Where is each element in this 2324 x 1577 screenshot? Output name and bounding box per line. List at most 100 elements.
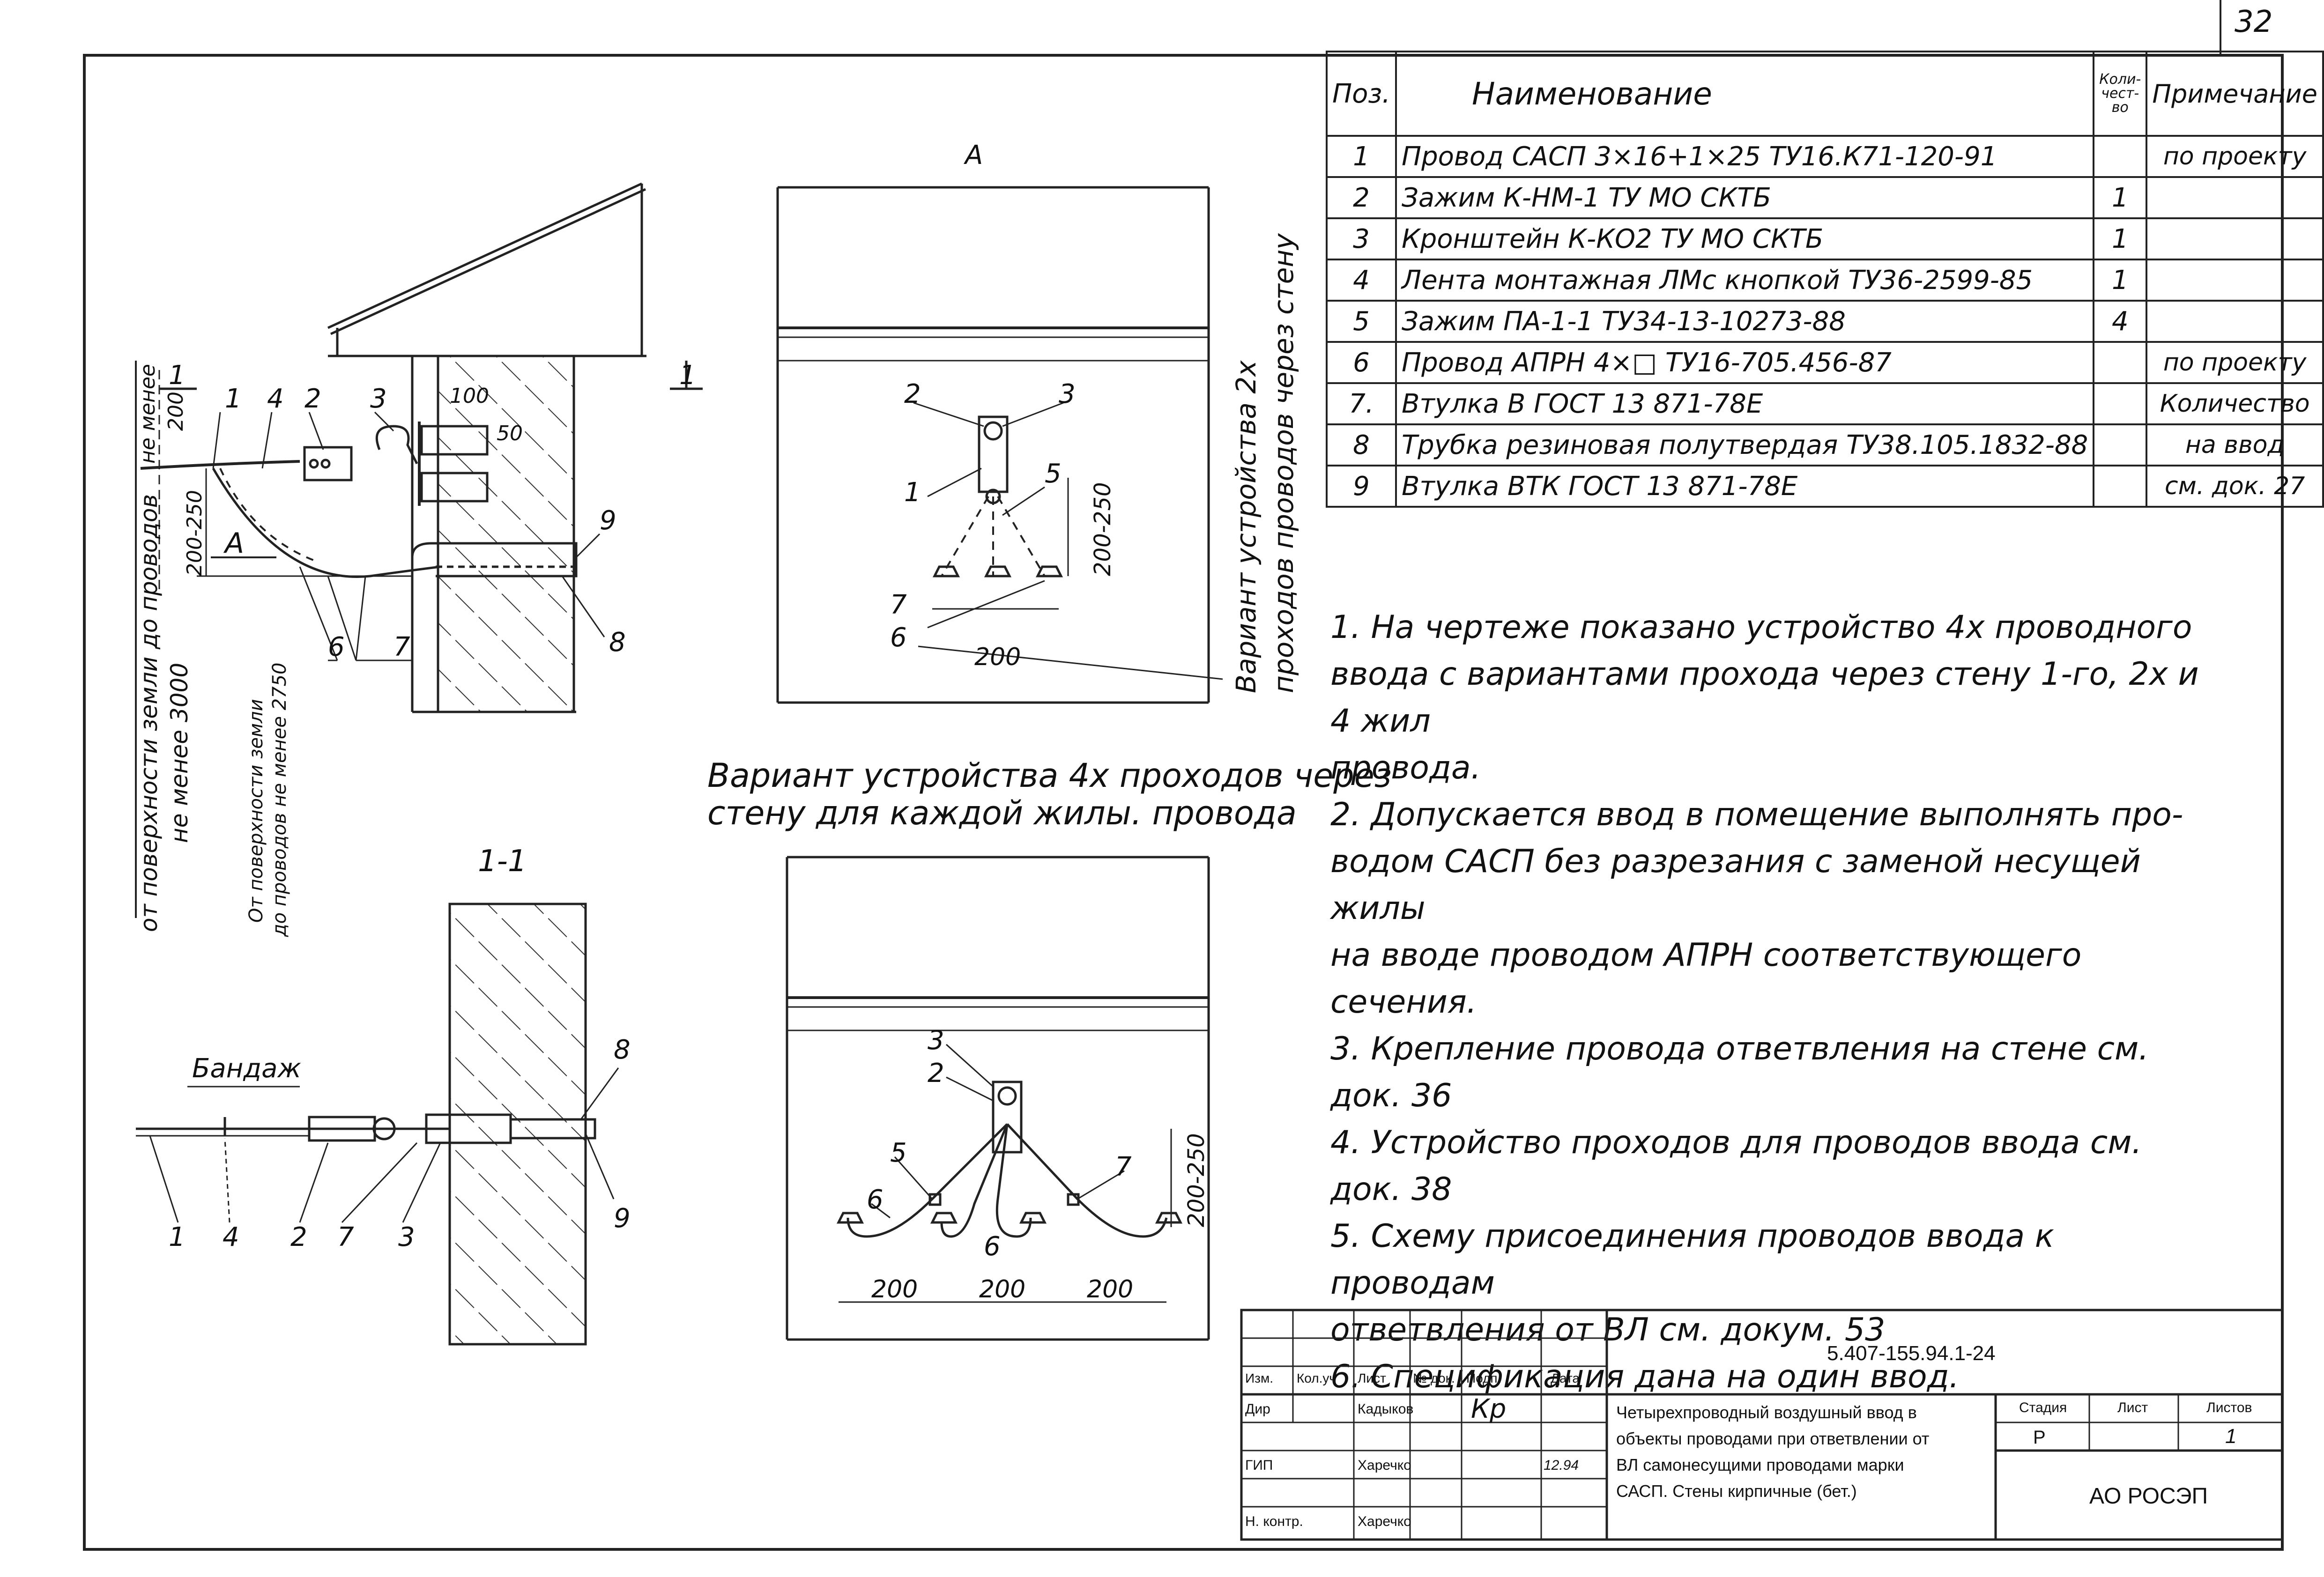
section-label-2: 2: [290, 1222, 307, 1252]
spec-qty: [2093, 341, 2148, 384]
rot-text-ground-3: От поверхности земли: [245, 699, 267, 923]
table-row: 3 Кронштейн К-КО2 ТУ МО СКТБ 1: [1326, 217, 2324, 260]
view-a-side-caption-1: Вариант устройства 2х: [1230, 360, 1262, 693]
main-label-2: 2: [304, 384, 321, 414]
view-mark-a: А: [223, 527, 244, 560]
variant4-dim-200-3: 200: [1087, 1275, 1133, 1303]
spec-qty: [2093, 135, 2148, 178]
spec-name: Провод АПРН 4×□ ТУ16-705.456-87: [1395, 341, 2095, 384]
stamp-col-koluch: Кол.уч: [1297, 1371, 1336, 1385]
title-block: Кр Изм. Кол.уч Лист № док. Подп. Дата Ди…: [1240, 1309, 2284, 1541]
variant4-label-2: 2: [928, 1058, 944, 1088]
stamp-sheets-label: Листов: [2206, 1400, 2252, 1415]
spec-qty: 1: [2093, 259, 2148, 302]
variant4-label-6b: 6: [984, 1231, 1001, 1262]
note-line: 5. Схему присоединения проводов ввода к …: [1330, 1218, 2054, 1302]
view-a-dim-200-250: 200-250: [1090, 482, 1116, 576]
spec-header-qty: Коли-чест-во: [2093, 51, 2148, 137]
table-row: 6 Провод АПРН 4×□ ТУ16-705.456-87 по про…: [1326, 341, 2324, 384]
stamp-name-gip: Харечко: [1358, 1458, 1411, 1473]
spec-note: [2146, 176, 2324, 219]
spec-pos: 4: [1326, 259, 1397, 302]
spec-note: [2146, 259, 2324, 302]
spec-header-row: Поз. Наименование Коли-чест-во Примечани…: [1326, 51, 2324, 137]
stamp-date-gip: 12.94: [1544, 1458, 1579, 1473]
spec-pos: 1: [1326, 135, 1397, 178]
spec-note: по проекту: [2146, 341, 2324, 384]
spec-pos: 3: [1326, 217, 1397, 260]
spec-note: Количество: [2146, 382, 2324, 425]
page-number: 32: [2235, 5, 2273, 39]
spec-header-pos: Поз.: [1326, 51, 1397, 137]
stamp-col-izm: Изм.: [1245, 1371, 1273, 1385]
note-line: на вводе проводом АПРН соответствующего …: [1330, 937, 2082, 1021]
notes-block: 1. На чертеже показано устройство 4х про…: [1330, 604, 2220, 1400]
spec-note: см. док. 27: [2146, 465, 2324, 508]
specification-table: Поз. Наименование Коли-чест-во Примечани…: [1326, 51, 2324, 508]
table-row: 7. Втулка В ГОСТ 13 871-78Е Количество: [1326, 382, 2324, 425]
spec-note: по проекту: [2146, 135, 2324, 178]
table-row: 4 Лента монтажная ЛМс кнопкой ТУ36-2599-…: [1326, 259, 2324, 302]
spec-pos: 6: [1326, 341, 1397, 384]
spec-qty: 4: [2093, 300, 2148, 343]
section-label-9: 9: [614, 1203, 631, 1234]
table-row: 9 Втулка ВТК ГОСТ 13 871-78Е см. док. 27: [1326, 465, 2324, 508]
stamp-title-line-2: объекты проводами при ответвлении от: [1616, 1429, 1930, 1448]
view-a-dim-200: 200: [974, 643, 1021, 671]
view-a-label-6: 6: [890, 622, 907, 653]
spec-qty: [2093, 382, 2148, 425]
spec-name: Кронштейн К-КО2 ТУ МО СКТБ: [1395, 217, 2095, 260]
stamp-role-nkontr: Н. контр.: [1245, 1514, 1303, 1529]
dim-top-note: не менее: [136, 364, 160, 464]
section-1-1-title: 1-1: [478, 844, 527, 879]
dim-100: 100: [450, 384, 489, 408]
spec-qty: [2093, 423, 2148, 466]
variant4-dim-200-2: 200: [979, 1275, 1025, 1303]
main-label-7: 7: [394, 632, 410, 662]
bandage-label: Бандаж: [192, 1053, 301, 1084]
note-line: 2. Допускается ввод в помещение выполнят…: [1330, 796, 2183, 833]
view-a-drawing: [776, 186, 1223, 704]
document-code: 5.407-155.94.1-24: [1827, 1342, 1996, 1365]
spec-note: [2146, 217, 2324, 260]
spec-header-name: Наименование: [1395, 51, 2095, 137]
stamp-title-line-3: ВЛ самонесущими проводами марки: [1616, 1455, 1904, 1474]
spec-pos: 2: [1326, 176, 1397, 219]
sheet-frame: [83, 54, 2284, 1551]
variant4-label-5: 5: [890, 1138, 907, 1168]
dim-200-top: 200: [164, 392, 188, 431]
rot-text-ground-1: от поверхности земли до проводов: [135, 494, 163, 932]
variant4-label-7: 7: [1115, 1152, 1132, 1182]
view-a-label-3: 3: [1059, 379, 1076, 409]
view-a-label-2: 2: [904, 379, 921, 409]
stamp-name-dir: Кадыков: [1358, 1401, 1414, 1417]
view-a-title: А: [964, 140, 983, 170]
spec-name: Провод САСП 3×16+1×25 ТУ16.К71-120-91: [1395, 135, 2095, 178]
table-row: 1 Провод САСП 3×16+1×25 ТУ16.К71-120-91 …: [1326, 135, 2324, 178]
section-label-8: 8: [614, 1035, 631, 1065]
stamp-col-podp: Подп.: [1466, 1371, 1501, 1385]
section-mark-right: 1: [679, 360, 696, 391]
note-line: 1. На чертеже показано устройство 4х про…: [1330, 609, 2192, 646]
section-label-1: 1: [169, 1222, 186, 1252]
note-line: 4. Устройство проходов для проводов ввод…: [1330, 1124, 2142, 1208]
stamp-stage-label: Стадия: [2019, 1400, 2067, 1415]
variant-caption-1: Вариант устройства 4х проходов через: [707, 756, 1392, 795]
spec-pos: 8: [1326, 423, 1397, 466]
organization-name: АО РОСЭП: [2089, 1484, 2208, 1509]
spec-name: Зажим ПА-1-1 ТУ34-13-10273-88: [1395, 300, 2095, 343]
stamp-role-dir: Дир: [1245, 1401, 1270, 1417]
note-line: ввода с вариантами прохода через стену 1…: [1330, 656, 2199, 740]
spec-pos: 9: [1326, 465, 1397, 508]
section-label-7: 7: [337, 1222, 354, 1252]
main-label-1: 1: [225, 384, 242, 414]
main-label-3: 3: [370, 384, 387, 414]
variant4-dim-200-1: 200: [871, 1275, 918, 1303]
stamp-name-nkontr: Харечко: [1358, 1514, 1411, 1529]
stamp-col-list: Лист: [1358, 1371, 1386, 1385]
spec-pos: 5: [1326, 300, 1397, 343]
section-mark-left: 1: [169, 360, 186, 391]
stamp-sheets-value: 1: [2225, 1425, 2237, 1448]
table-row: 8 Трубка резиновая полутвердая ТУ38.105.…: [1326, 423, 2324, 466]
